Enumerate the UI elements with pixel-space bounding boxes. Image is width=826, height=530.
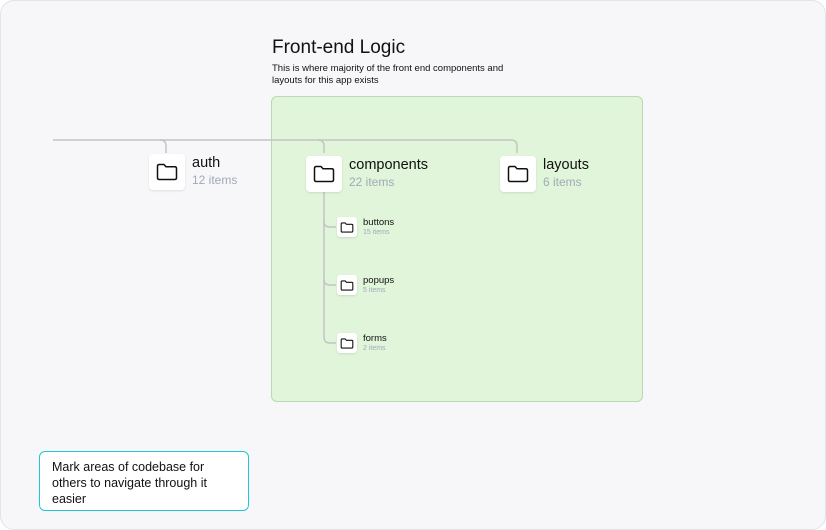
front-end-logic-region[interactable] (271, 96, 643, 402)
folder-name: components (349, 157, 428, 173)
buttons-branch-line (323, 220, 336, 228)
folder-name: forms (363, 333, 387, 344)
folder-item-count: 12 items (192, 173, 238, 187)
folder-name: auth (192, 155, 221, 171)
folder-item-count: 15 items (363, 229, 390, 236)
folder-icon-box (500, 156, 536, 192)
folder-name: popups (363, 275, 395, 286)
note-text: Mark areas of codebase for others to nav… (52, 460, 207, 506)
folder-icon-box (306, 156, 342, 192)
folder-item-count: 2 items (363, 345, 386, 352)
region-title: Front-end Logic (272, 37, 406, 58)
folder-item-count: 22 items (349, 175, 395, 189)
folder-name: layouts (543, 157, 589, 173)
folder-icon-box (337, 217, 357, 237)
folder-icon (340, 337, 354, 349)
folder-name: buttons (363, 217, 395, 228)
folder-icon-box (337, 333, 357, 353)
main-branch-line (53, 139, 518, 153)
popups-branch-line (323, 278, 336, 286)
folder-icon-box (149, 154, 185, 190)
region-description: This is where majority of the front end … (272, 63, 504, 86)
folder-icon (313, 165, 335, 183)
sticky-note[interactable]: Mark areas of codebase for others to nav… (39, 451, 249, 511)
folder-icon (340, 221, 354, 233)
folder-icon-box (337, 275, 357, 295)
auth-branch-line (159, 139, 167, 153)
components-trunk-line (323, 191, 336, 344)
folder-icon (156, 163, 178, 181)
folder-item-count: 6 items (543, 175, 582, 189)
folder-icon (340, 279, 354, 291)
folder-item-count: 5 items (363, 287, 386, 294)
components-branch-line (317, 139, 325, 153)
folder-icon (507, 165, 529, 183)
